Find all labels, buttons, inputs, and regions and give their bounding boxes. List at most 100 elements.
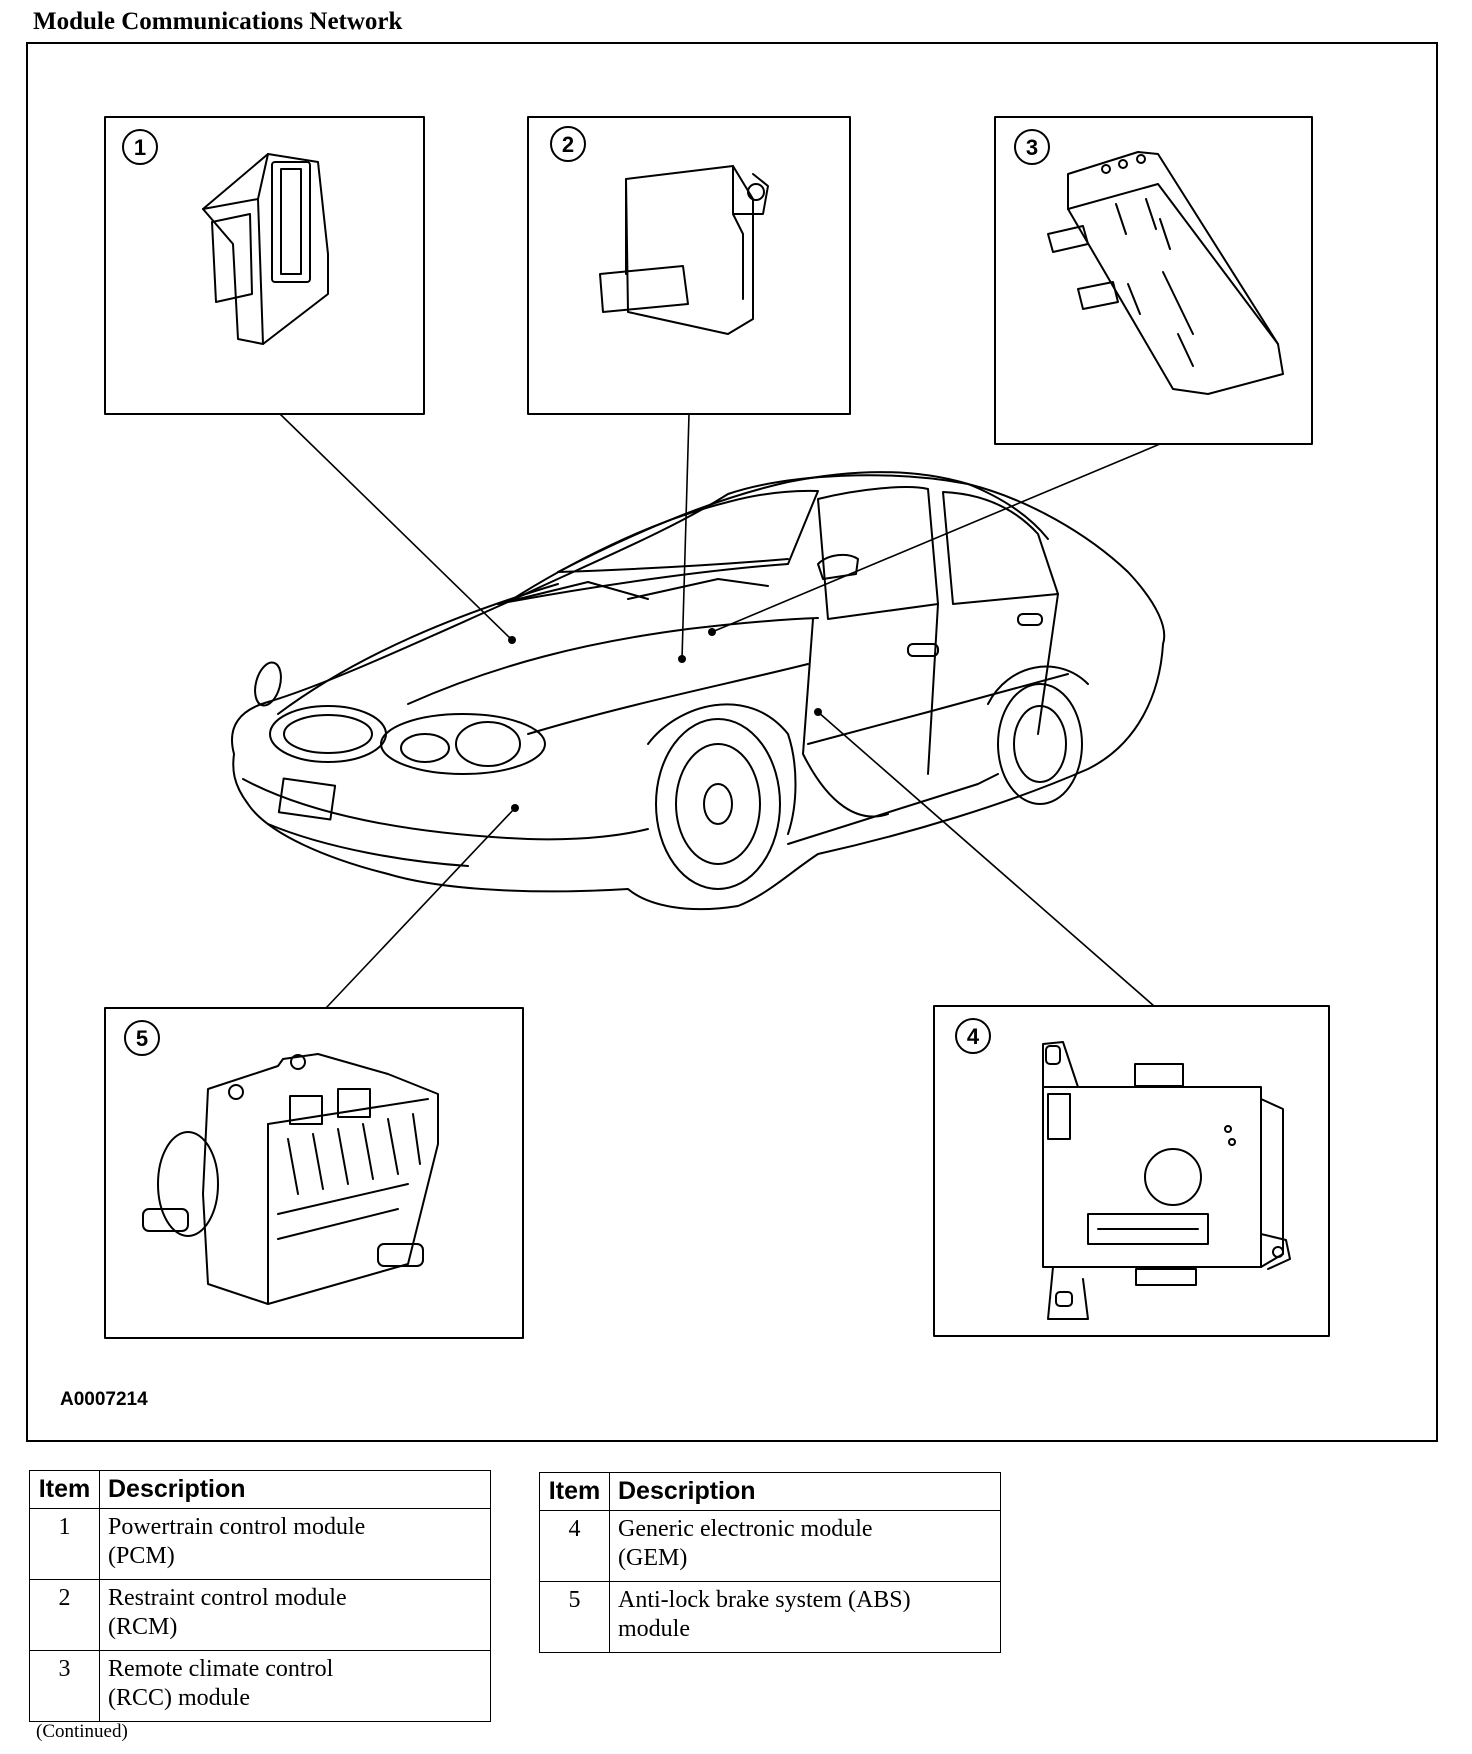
callout-box-3: 3 [994,116,1313,445]
diagram-figure: 1 2 [26,42,1438,1442]
legend-header-row: Item Description [539,1472,1001,1511]
car-wiper-right [627,578,769,600]
legend-table-left: Item Description 1 Powertrain control mo… [29,1470,491,1722]
description-line: Generic electronic module [618,1516,873,1542]
pcm-module-drawing [202,153,329,345]
callout-box-4: 4 [933,1005,1330,1337]
car-windshield [507,489,819,603]
car-fender-line [527,663,809,735]
car-hood-crease-right [407,617,819,705]
callout-frame-2 [527,116,851,415]
car-front-door-handle [907,643,939,657]
car-cowl-line [557,558,789,573]
car-headlight-lamp [455,721,521,767]
callout-frame-4 [933,1005,1330,1337]
car-front-wheel-arch [647,703,797,835]
car-rear-tire [997,683,1083,805]
leader-line-5 [325,807,516,1009]
callout-circle-5 [124,1020,160,1056]
table-row: 5 Anti-lock brake system (ABS) module [539,1581,1001,1653]
table-row: 2 Restraint control module (RCM) [29,1579,491,1651]
car-rear-door-handle [1017,613,1043,626]
continued-note: (Continued) [36,1721,128,1742]
leader-lines [279,413,1161,1009]
leader-line-2 [681,413,690,660]
description-line: Remote climate control [108,1656,334,1682]
callout-circle-2 [550,126,586,162]
diagram-canvas: 1 2 [104,116,1330,1339]
car-rear-door-edge [1037,593,1059,735]
item-number: 4 [539,1510,610,1582]
legend-table-right: Item Description 4 Generic electronic mo… [539,1472,1001,1653]
car-rear-rim [1013,705,1067,783]
header-item: Item [29,1470,100,1509]
callout-circle-1 [122,129,158,165]
car-rear-window [942,491,1059,605]
description-line: (GEM) [618,1545,688,1571]
callout-frame-3 [994,116,1313,445]
car-front-hub [703,783,733,825]
description-line: module [618,1616,690,1642]
page-title: Module Communications Network [33,8,403,35]
car-body-outline [231,474,1166,911]
item-number: 3 [29,1650,100,1722]
car-license-plate [277,777,337,821]
car-bumper-line [242,778,649,841]
location-dot-2 [678,655,686,663]
car-headlight-signal [400,733,450,763]
item-number: 5 [539,1581,610,1653]
item-description: Restraint control module (RCM) [99,1579,491,1651]
description-line: (RCC) module [108,1685,250,1711]
car-mirror [817,553,859,580]
car-headlight-housing [380,713,546,775]
callout-frame-1 [104,116,425,415]
callout-circle-3 [1014,129,1050,165]
leader-line-4 [817,711,1155,1007]
item-description: Generic electronic module (GEM) [609,1510,1001,1582]
car-left-headlight [254,661,282,707]
location-dot-1 [508,636,516,644]
header-description: Description [99,1470,491,1509]
location-dot-5 [511,804,519,812]
leader-line-3 [711,443,1161,633]
car-hood-crease-left [277,583,559,715]
table-row: 3 Remote climate control (RCC) module [29,1650,491,1722]
callout-number-3: 3 [1026,135,1038,160]
description-line: Anti-lock brake system (ABS) [618,1587,911,1613]
item-description: Remote climate control (RCC) module [99,1650,491,1722]
car-rear-wheel-arch [987,665,1089,705]
location-dots [508,628,822,812]
leader-line-1 [279,413,513,641]
car-rocker-panel [787,773,999,845]
description-line: Restraint control module [108,1585,347,1611]
location-dot-3 [708,628,716,636]
gem-module-drawing [1042,1041,1291,1320]
car-front-door-edge [802,618,889,818]
description-line: (PCM) [108,1543,175,1569]
car-b-pillar [927,603,939,775]
callout-number-4: 4 [967,1024,980,1049]
callout-number-1: 1 [134,135,146,160]
item-description: Powertrain control module (PCM) [99,1508,491,1580]
location-dot-4 [814,708,822,716]
callout-number-5: 5 [136,1026,148,1051]
callout-frame-5 [104,1007,524,1339]
car-front-tire [655,718,781,890]
callout-circle-4 [955,1018,991,1054]
car-side-molding [807,673,1069,745]
legend-header-row: Item Description [29,1470,491,1509]
rcm-module-drawing [599,165,769,335]
car-front-window [817,486,939,620]
callout-number-2: 2 [562,132,574,157]
table-row: 4 Generic electronic module (GEM) [539,1510,1001,1582]
abs-module-drawing [142,1053,439,1305]
callout-box-2: 2 [527,116,851,415]
rcc-module-drawing [1047,151,1284,395]
car-grille-inner [283,714,373,754]
car-front-rim [675,743,761,865]
description-line: (RCM) [108,1614,178,1640]
item-description: Anti-lock brake system (ABS) module [609,1581,1001,1653]
header-description: Description [609,1472,1001,1511]
item-number: 1 [29,1508,100,1580]
item-number: 2 [29,1579,100,1651]
